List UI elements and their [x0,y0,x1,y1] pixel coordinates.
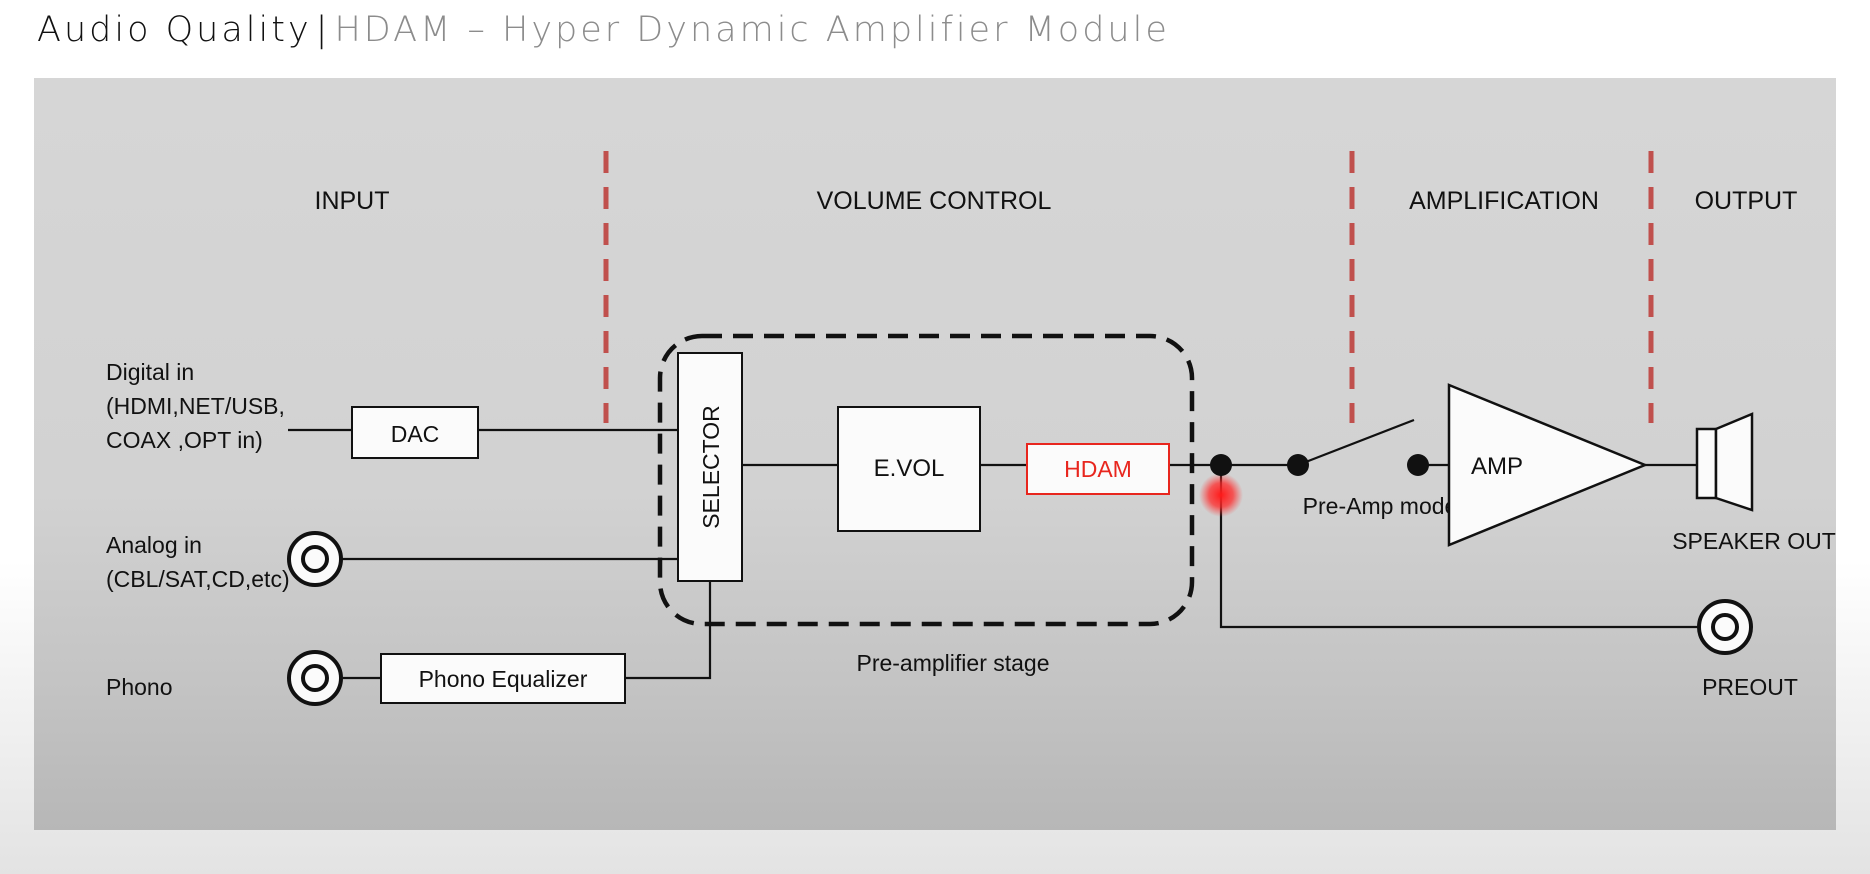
signal-flow-diagram: INPUT VOLUME CONTROL AMPLIFICATION OUTPU… [106,151,1836,706]
digital-in-line-1: Digital in [106,359,194,385]
amp-block: AMP [1447,383,1649,547]
selector-block: SELECTOR [677,352,743,582]
title-main: Audio Quality [37,10,312,50]
hdam-label: HDAM [1064,456,1132,482]
analog-jack-icon [287,531,343,587]
analog-in-line-1: Analog in [106,532,202,558]
phono-label: Phono [106,674,173,700]
section-output: OUTPUT [1695,187,1798,215]
page-title: Audio Quality|HDAM – Hyper Dynamic Ampli… [37,8,1170,52]
phono-equalizer-block: Phono Equalizer [380,653,626,704]
phono-equalizer-label: Phono Equalizer [419,666,588,692]
section-volume-control: VOLUME CONTROL [817,187,1052,215]
digital-in-line-2: (HDMI,NET/USB, [106,393,285,419]
junction-node [1210,454,1232,476]
dac-block: DAC [351,406,479,459]
analog-in-line-2: (CBL/SAT,CD,etc) [106,566,290,592]
preout-label: PREOUT [1702,674,1798,700]
title-separator: | [315,10,331,50]
speaker-out-label: SPEAKER OUT [1672,528,1836,554]
amp-label: AMP [1471,453,1523,480]
preamp-stage-label: Pre-amplifier stage [856,650,1049,676]
highlight-glow [1199,473,1243,517]
wires [288,418,1699,680]
switch-contact-right [1407,454,1429,476]
preamp-mode-label: Pre-Amp mode [1303,493,1458,519]
selector-label: SELECTOR [698,405,724,529]
section-amplification: AMPLIFICATION [1409,187,1599,215]
evol-block: E.VOL [837,406,981,532]
hdam-block: HDAM [1026,443,1170,495]
switch-contact-left [1287,454,1309,476]
phono-jack-icon [287,650,343,706]
diagram-panel: INPUT VOLUME CONTROL AMPLIFICATION OUTPU… [34,78,1836,830]
section-input: INPUT [315,187,390,215]
preout-jack-icon [1697,599,1753,655]
digital-in-line-3: COAX ,OPT in) [106,427,263,453]
title-subtitle: HDAM – Hyper Dynamic Amplifier Module [334,10,1170,50]
dac-label: DAC [391,421,440,447]
speaker-icon [1695,412,1754,512]
preamp-stage-enclosure [657,333,1195,627]
evol-label: E.VOL [874,455,945,482]
